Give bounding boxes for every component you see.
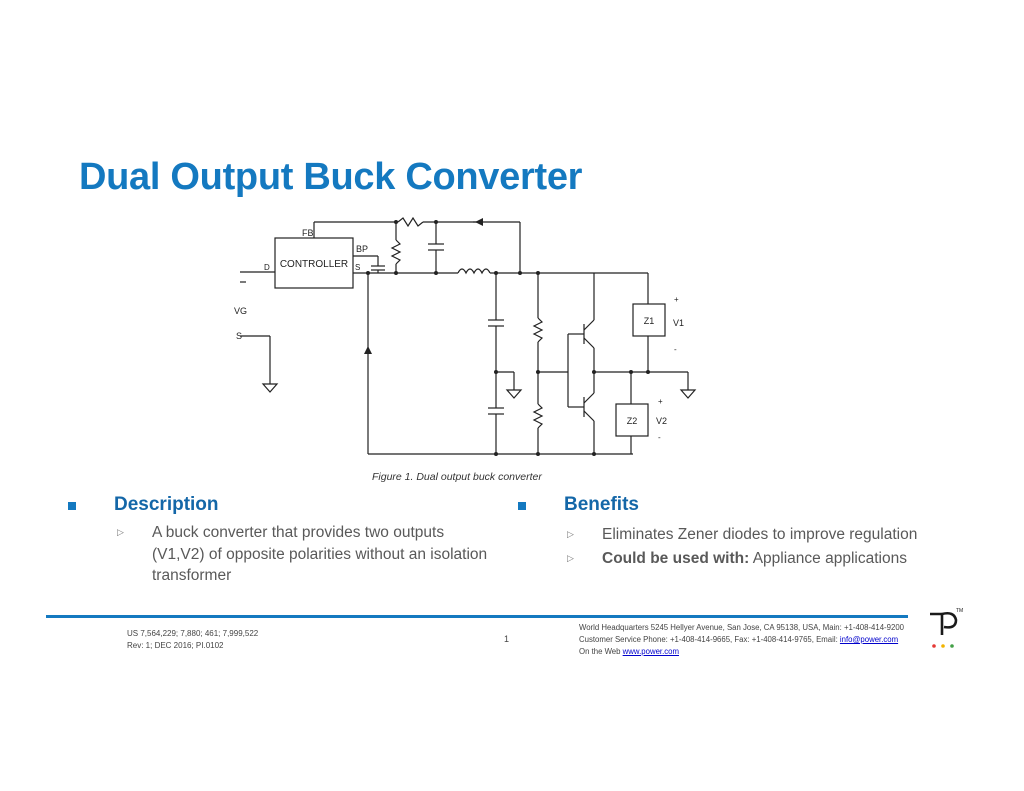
footer-contact: World Headquarters 5245 Hellyer Avenue, … (579, 622, 904, 658)
patents-text: US 7,564,229; 7,880; 461; 7,999,522 (127, 629, 259, 638)
triangle-bullet-icon: ▷ (567, 552, 574, 563)
bullet-square-icon (518, 502, 526, 510)
vg-label: VG (234, 306, 247, 316)
description-text: A buck converter that provides two outpu… (152, 524, 488, 584)
bullet-square-icon (68, 502, 76, 510)
z1-label: Z1 (644, 316, 655, 326)
bp-label: BP (356, 244, 368, 254)
hq-text: World Headquarters 5245 Hellyer Avenue, … (579, 623, 904, 632)
benefits-heading: Benefits (564, 494, 639, 515)
benefits-section: Benefits ▷ Eliminates Zener diodes to im… (518, 494, 978, 569)
email-link[interactable]: info@power.com (839, 635, 899, 644)
v1-label: V1 (673, 318, 684, 328)
list-item: ▷ Eliminates Zener diodes to improve reg… (518, 524, 978, 546)
benefit-bold: Could be used with: (602, 549, 750, 567)
z2-label: Z2 (627, 416, 638, 426)
v2-minus: - (658, 433, 661, 442)
web-prefix: On the Web (579, 647, 623, 656)
description-section: Description ▷ A buck converter that prov… (68, 494, 488, 587)
footer-divider (46, 615, 908, 618)
figure-caption: Figure 1. Dual output buck converter (372, 471, 542, 483)
s-pin-label: S (236, 331, 242, 341)
triangle-bullet-icon: ▷ (117, 527, 124, 537)
v1-plus: + (674, 295, 679, 304)
z2-box (615, 403, 649, 437)
benefit-text: Appliance applications (749, 549, 907, 567)
page-number: 1 (504, 634, 510, 644)
description-heading: Description (114, 494, 219, 515)
power-integrations-logo: TM (930, 608, 963, 648)
benefit-text: Eliminates Zener diodes to improve regul… (602, 526, 918, 543)
v2-label: V2 (656, 416, 667, 426)
slide-title: Dual Output Buck Converter (79, 156, 583, 198)
v1-minus: - (674, 345, 677, 354)
circuit-schematic: CONTROLLER FB BP D S VG S Z1 V1 Z2 V2 + … (234, 216, 697, 456)
z1-box (632, 303, 666, 337)
web-link[interactable]: www.power.com (622, 647, 679, 656)
revision-text: Rev: 1; DEC 2016; PI.0102 (127, 640, 224, 650)
controller-label: CONTROLLER (280, 259, 348, 270)
footer-left: US 7,564,229; 7,880; 461; 7,999,522 Rev:… (127, 628, 258, 651)
list-item: ▷ A buck converter that provides two out… (68, 522, 488, 587)
list-item: ▷ Could be used with: Appliance applicat… (518, 548, 978, 570)
s-label: S (355, 263, 360, 272)
service-text: Customer Service Phone: +1-408-414-9665,… (579, 635, 840, 644)
v2-plus: + (658, 397, 663, 406)
fb-label: FB (302, 228, 314, 238)
d-label: D (264, 263, 270, 272)
triangle-bullet-icon: ▷ (567, 529, 574, 539)
svg-text:TM: TM (956, 608, 963, 614)
